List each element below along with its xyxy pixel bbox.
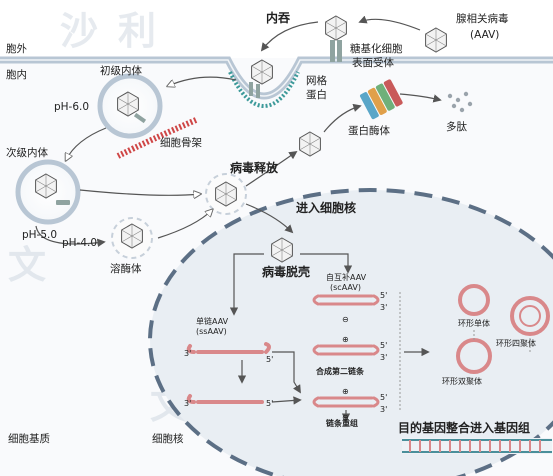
label-second-strand: 合成第二链条 xyxy=(315,366,365,376)
label-early-endosome: 初级内体 xyxy=(100,64,142,77)
scaav-dna xyxy=(312,294,380,306)
label-clathrin: 蛋白 xyxy=(306,88,327,101)
aav-capsid xyxy=(425,27,447,53)
label-ssaav: 单链AAV xyxy=(196,316,229,326)
strand-sense: ⊕ xyxy=(342,335,349,344)
receptor xyxy=(337,40,342,62)
nuclear-envelope xyxy=(148,188,553,476)
ssaav-dna xyxy=(186,394,264,404)
label-scaav: 自互补AAV xyxy=(326,272,367,282)
label-uncoating: 病毒脱壳 xyxy=(262,264,310,279)
label-scaav: (scAAV) xyxy=(330,283,361,292)
label-ph40: pH-4.0 xyxy=(62,237,97,249)
annealed-dna xyxy=(312,396,380,408)
label-ph60: pH-6.0 xyxy=(54,101,89,113)
strand-end-3: 3' xyxy=(380,353,387,362)
label-proteasome: 蛋白酶体 xyxy=(348,124,390,137)
label-outside: 胞外 xyxy=(6,43,27,55)
cytoskeleton xyxy=(116,117,198,159)
label-lysosome: 溶酶体 xyxy=(110,262,142,275)
label-cytoskeleton: 细胞骨架 xyxy=(160,136,202,149)
strand-sense: ⊖ xyxy=(342,315,349,324)
label-integration: 目的基因整合进入基因组 xyxy=(398,420,530,435)
circular-tetramer xyxy=(510,296,550,336)
label-clathrin: 网格 xyxy=(306,74,327,87)
label-strand-anneal: 链条重组 xyxy=(326,418,358,428)
receptor xyxy=(330,40,335,62)
nucleus xyxy=(150,190,553,476)
watermark: 文 xyxy=(8,243,46,287)
strand-end-5: 5' xyxy=(266,355,273,364)
aav-capsid xyxy=(325,15,347,41)
genome-dna xyxy=(402,438,552,454)
label-enter-nucleus: 进入细胞核 xyxy=(296,200,356,215)
label-inside: 胞内 xyxy=(6,68,27,81)
strand-sense: ⊖ xyxy=(342,413,349,422)
clathrin-coat xyxy=(228,71,300,109)
strand-end-3: 3' xyxy=(380,405,387,414)
label-aav: 腺相关病毒 xyxy=(456,12,509,25)
proteasome xyxy=(360,79,403,120)
strand-end-5: 5' xyxy=(380,291,387,300)
strand-end-5: 5' xyxy=(380,393,387,402)
watermark: 利 xyxy=(118,9,156,53)
strand-end-3: 3' xyxy=(184,399,191,408)
strand-end-3: 3' xyxy=(184,349,191,358)
second-strand-dna xyxy=(312,344,380,356)
strand-end-5: 5' xyxy=(266,399,273,408)
receptor xyxy=(256,84,260,98)
circular-monomer xyxy=(458,284,490,316)
label-nucleus: 细胞核 xyxy=(152,432,184,445)
strand-sense: ⊕ xyxy=(342,387,349,396)
label-late-endosome: 次级内体 xyxy=(6,146,48,159)
label-circular-monomer: 环形单体 xyxy=(458,318,490,328)
strand-end-5: 5' xyxy=(380,341,387,350)
label-peptide: 多肽 xyxy=(446,120,467,133)
watermark: 沙 xyxy=(60,9,98,53)
label-aav-abbr: (AAV) xyxy=(470,29,499,41)
label-cytoplasm: 细胞基质 xyxy=(8,432,50,445)
label-circular-dimer: 环形双聚体 xyxy=(442,376,482,386)
label-receptor: 糖基化细胞 xyxy=(350,42,403,55)
strand-end-3: 3' xyxy=(380,303,387,312)
label-receptor: 表面受体 xyxy=(352,56,394,69)
peptides xyxy=(447,91,473,113)
label-endocytosis: 内吞 xyxy=(266,10,291,25)
label-virus-release: 病毒释放 xyxy=(230,160,279,175)
label-ssaav: (ssAAV) xyxy=(196,327,227,336)
receptor xyxy=(249,82,253,96)
label-circular-tetramer: 环形四聚体 xyxy=(496,338,536,348)
label-ph50: pH-5.0 xyxy=(22,229,57,241)
ssaav-dna xyxy=(186,342,271,354)
